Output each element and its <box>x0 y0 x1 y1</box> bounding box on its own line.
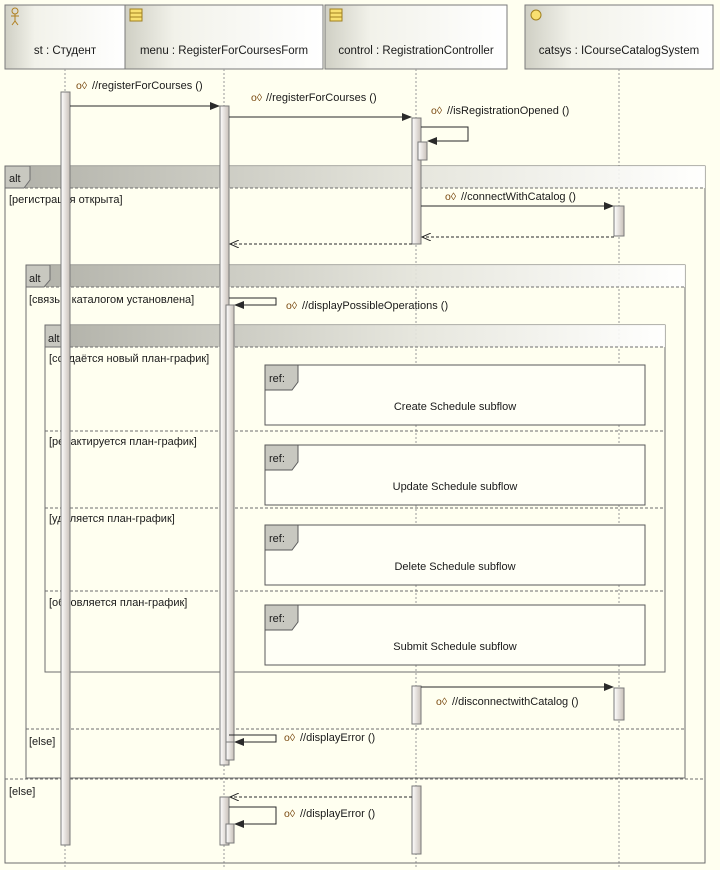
ref-delete-schedule[interactable]: ref: Delete Schedule subflow <box>264 524 646 586</box>
ref-name: Delete Schedule subflow <box>394 561 515 573</box>
message-disconnect-with-catalog[interactable]: o◊ //disconnectwithCatalog () <box>421 683 614 708</box>
message-label: //connectWithCatalog () <box>461 191 576 203</box>
guard-label: [связь с каталогом установлена] <box>29 294 194 306</box>
guard-label: [удаляется план-график] <box>49 513 175 525</box>
message-label: //disconnectwithCatalog () <box>452 696 579 708</box>
message-label: //displayError () <box>300 732 375 744</box>
operator-tab <box>4 165 31 189</box>
operator-label: alt <box>29 273 41 285</box>
activation-bar <box>219 796 230 846</box>
activation-bar <box>60 91 71 846</box>
operation-icon: o◊ <box>436 696 448 708</box>
operation-icon: o◊ <box>431 105 443 117</box>
activation-bar <box>225 741 235 761</box>
ref-operator: ref: <box>269 613 285 625</box>
activation-bar <box>225 823 235 844</box>
operation-icon: o◊ <box>76 80 88 92</box>
actor-icon <box>11 7 19 26</box>
lifeline-name: menu : RegisterForCoursesForm <box>140 45 308 57</box>
lifeline-name: control : RegistrationController <box>338 45 493 57</box>
operator-label: alt <box>48 333 60 345</box>
ref-update-schedule[interactable]: ref: Update Schedule subflow <box>264 444 646 506</box>
ref-submit-schedule[interactable]: ref: Submit Schedule subflow <box>264 604 646 666</box>
class-icon <box>329 8 343 22</box>
activation-bar <box>411 685 422 725</box>
message-display-error-1[interactable]: o◊ //displayError () <box>229 732 375 746</box>
lifeline-header-control[interactable]: control : RegistrationController <box>324 4 508 70</box>
message-label: //displayPossibleOperations () <box>302 300 448 312</box>
class-icon <box>129 8 143 22</box>
ref-name: Submit Schedule subflow <box>393 641 517 653</box>
activation-bar <box>417 141 428 161</box>
activation-bar <box>225 304 235 761</box>
operator-tab <box>25 264 51 288</box>
message-label: //registerForCourses () <box>92 80 203 92</box>
lifeline-header-student[interactable]: st : Студент <box>4 4 126 70</box>
lifeline-header-catsys[interactable]: catsys : ICourseCatalogSystem <box>524 4 714 70</box>
operation-icon: o◊ <box>284 732 296 744</box>
alt-fragment-outer[interactable]: alt [регистрация открыта] [else] <box>4 165 706 864</box>
operation-icon: o◊ <box>445 191 457 203</box>
message-is-registration-opened[interactable]: o◊ //isRegistrationOpened () <box>421 105 569 145</box>
guard-label: [редактируется план-график] <box>49 436 197 448</box>
message-label: //displayError () <box>300 808 375 820</box>
lifeline-name: st : Студент <box>34 45 97 57</box>
operator-label: alt <box>9 173 21 185</box>
ref-operator: ref: <box>269 373 285 385</box>
guard-label: [else] <box>29 736 55 748</box>
ref-create-schedule[interactable]: ref: Create Schedule subflow <box>264 364 646 426</box>
message-display-error-2[interactable]: o◊ //displayError () <box>229 806 375 828</box>
activation-bar <box>613 687 625 721</box>
ref-name: Create Schedule subflow <box>394 401 516 413</box>
message-display-possible-operations[interactable]: o◊ //displayPossibleOperations () <box>229 297 448 312</box>
message-label: //registerForCourses () <box>266 92 377 104</box>
message-label: //isRegistrationOpened () <box>447 105 569 117</box>
activation-bar <box>613 205 625 237</box>
interface-icon <box>530 9 542 21</box>
alt-fragment-inner[interactable]: alt [создаётся новый план-график] [редак… <box>44 324 666 673</box>
operation-icon: o◊ <box>251 92 263 104</box>
message-connect-with-catalog[interactable]: o◊ //connectWithCatalog () <box>421 191 614 210</box>
guard-label: [создаётся новый план-график] <box>49 353 209 365</box>
operation-icon: o◊ <box>284 808 296 820</box>
ref-operator: ref: <box>269 453 285 465</box>
activation-bar <box>411 117 422 245</box>
ref-name: Update Schedule subflow <box>393 481 518 493</box>
message-register-for-courses-1[interactable]: o◊ //registerForCourses () <box>70 80 220 110</box>
activation-bar <box>411 785 422 855</box>
lifeline-header-menu[interactable]: menu : RegisterForCoursesForm <box>124 4 324 70</box>
guard-label: [обновляется план-график] <box>49 597 187 609</box>
alt-fragment-middle[interactable]: alt [связь с каталогом установлена] [els… <box>25 264 686 779</box>
message-register-for-courses-2[interactable]: o◊ //registerForCourses () <box>229 92 412 121</box>
lifeline-name: catsys : ICourseCatalogSystem <box>539 45 699 57</box>
operation-icon: o◊ <box>286 300 298 312</box>
ref-operator: ref: <box>269 533 285 545</box>
guard-label: [else] <box>9 786 35 798</box>
